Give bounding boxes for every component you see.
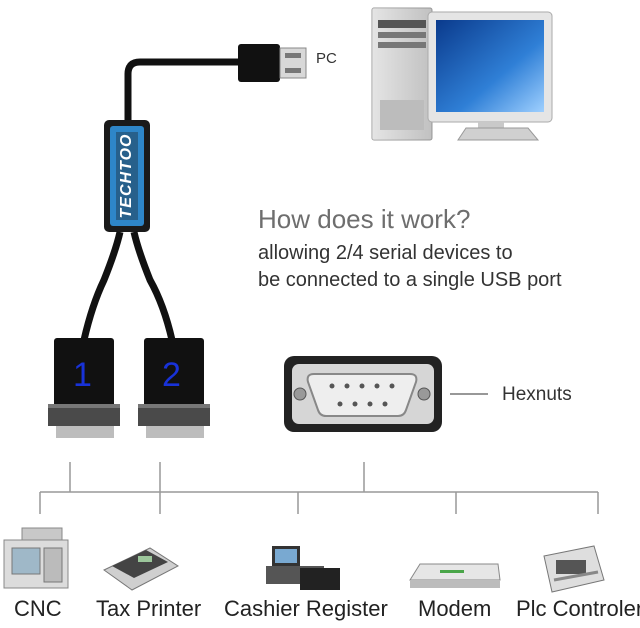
cnc-machine-icon	[3, 527, 69, 589]
description-line-2: be connected to a single USB port	[258, 269, 562, 291]
heading: How does it work?	[258, 204, 471, 234]
device-label-modem: Modem	[418, 596, 492, 621]
distribution-lines	[39, 462, 599, 514]
device-label-tax-printer: Tax Printer	[96, 596, 202, 621]
serial-cables	[80, 231, 176, 341]
plc-controller-icon	[543, 545, 605, 593]
pc-label: PC	[316, 50, 337, 67]
port-1-number: 1	[73, 356, 92, 394]
description-line-1: allowing 2/4 serial devices to	[258, 242, 513, 264]
modem-icon	[409, 563, 501, 588]
device-label-plc-controler: Plc Controler	[516, 596, 640, 621]
description: allowing 2/4 serial devices to be connec…	[258, 240, 562, 294]
usb-cable	[124, 44, 307, 124]
computer-icon	[371, 7, 553, 141]
device-label-cnc: CNC	[14, 596, 62, 621]
receipt-printer-icon	[103, 547, 179, 591]
db9-connector	[284, 356, 488, 432]
serial-port-1	[48, 338, 120, 438]
port-2-number: 2	[162, 356, 181, 394]
hexnuts-label: Hexnuts	[502, 384, 572, 405]
cash-register-icon	[266, 546, 340, 590]
device-label-cashier-register: Cashier Register	[224, 596, 388, 621]
usb-serial-adapter	[104, 120, 150, 232]
adapter-brand-label: TECHTOO	[118, 133, 135, 219]
serial-port-2	[138, 338, 210, 438]
